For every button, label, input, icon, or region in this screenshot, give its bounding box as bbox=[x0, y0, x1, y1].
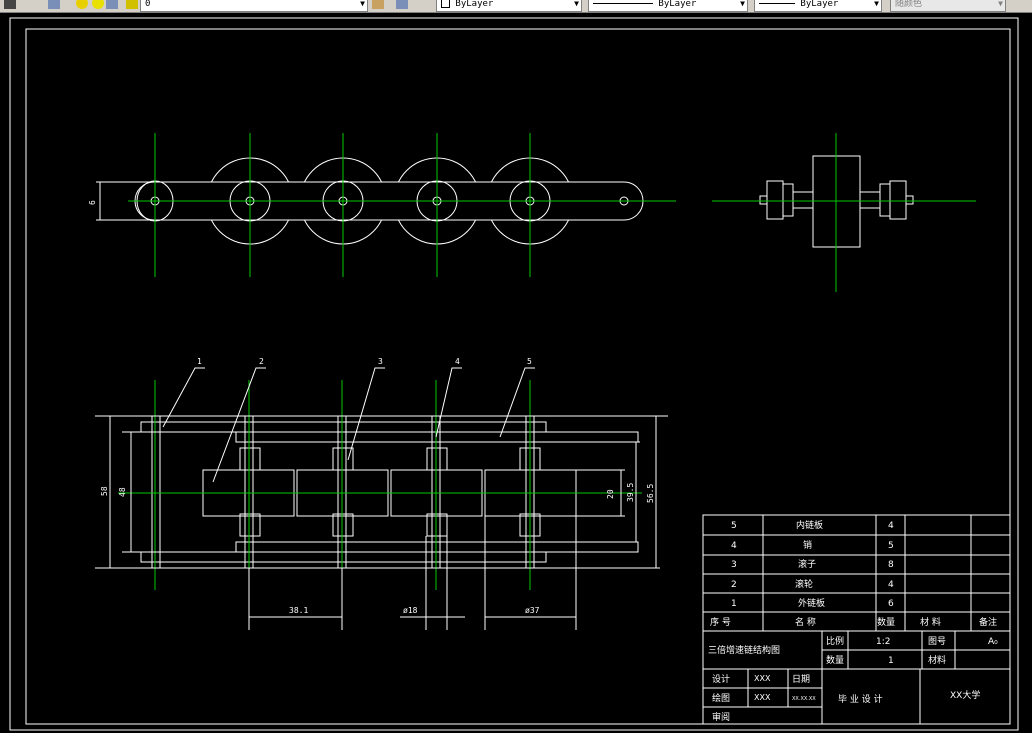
part-qty: 4 bbox=[888, 580, 894, 590]
callout-1: 1 bbox=[197, 357, 202, 366]
chevron-down-icon: ▼ bbox=[574, 0, 579, 8]
drawing-canvas[interactable]: 6 bbox=[0, 13, 1032, 733]
part-no: 1 bbox=[731, 599, 737, 609]
part-qty: 4 bbox=[888, 521, 894, 531]
plotstyle-value: 随颜色 bbox=[895, 0, 923, 9]
layer-previous-icon[interactable] bbox=[396, 0, 408, 9]
qty-label: 数量 bbox=[826, 654, 844, 666]
make-current-layer-icon[interactable] bbox=[372, 0, 384, 9]
outer-border bbox=[9, 17, 1019, 731]
design-label: 设计 bbox=[712, 673, 730, 685]
sun-icon[interactable] bbox=[92, 0, 104, 9]
color-value: ByLayer bbox=[455, 0, 494, 9]
part-name: 滚轮 bbox=[795, 578, 813, 590]
linetype-dropdown[interactable]: ByLayer ▼ bbox=[588, 0, 748, 12]
side-view-centerlines bbox=[712, 133, 976, 292]
chain-plan-view bbox=[140, 415, 639, 569]
callout-2: 2 bbox=[259, 357, 264, 366]
part-name: 内链板 bbox=[796, 519, 823, 531]
dimension-top-height bbox=[96, 181, 150, 221]
part-qty: 6 bbox=[888, 599, 894, 609]
date-value: XX.XX.XX bbox=[792, 696, 816, 702]
chevron-down-icon: ▼ bbox=[740, 0, 745, 8]
dim-top-height-label: 6 bbox=[88, 200, 97, 205]
layer-manager-icon[interactable] bbox=[4, 0, 16, 9]
dim-38-1: 38.1 bbox=[289, 606, 308, 615]
layer-lock-icon[interactable] bbox=[106, 0, 118, 9]
part-no: 2 bbox=[731, 580, 737, 590]
dim-37: ø37 bbox=[525, 606, 540, 615]
parts-list: 5 内链板 4 4 销 5 3 滚子 8 2 滚轮 4 1 外链板 6 序 号 … bbox=[710, 519, 997, 628]
layer-dropdown[interactable]: 0 ▼ bbox=[140, 0, 368, 12]
part-name: 滚子 bbox=[798, 558, 816, 570]
linetype-sample-icon bbox=[593, 3, 653, 4]
lineweight-value: ByLayer bbox=[800, 0, 839, 9]
dim-20: 20 bbox=[606, 489, 615, 499]
dim-18: ø18 bbox=[403, 606, 418, 615]
chevron-down-icon: ▼ bbox=[360, 0, 365, 8]
part-no: 4 bbox=[731, 541, 737, 551]
scale-value: 1:2 bbox=[876, 637, 890, 647]
layer-stack-icon[interactable] bbox=[48, 0, 60, 9]
draw-value: XXX bbox=[754, 693, 771, 702]
properties-toolbar: 0 ▼ ByLayer ▼ ByLayer ▼ ByLayer ▼ 随颜色 ▼ bbox=[0, 0, 1032, 13]
header-name: 名 称 bbox=[795, 616, 816, 628]
title-block-info: 三倍增速链结构图 比例 1:2 图号 A₀ 数量 1 材料 设计 XXX 日期 … bbox=[708, 635, 998, 723]
color-dropdown[interactable]: ByLayer ▼ bbox=[436, 0, 582, 12]
dim-48: 48 bbox=[118, 487, 127, 497]
dim-58: 58 bbox=[100, 486, 109, 496]
material-label: 材料 bbox=[928, 654, 946, 666]
school-name: XX大学 bbox=[950, 689, 980, 701]
qty-value: 1 bbox=[888, 656, 894, 666]
padlock-icon[interactable] bbox=[126, 0, 138, 9]
title-block bbox=[702, 514, 1011, 725]
drawing-no-label: 图号 bbox=[928, 636, 946, 647]
header-qty: 数量 bbox=[877, 616, 895, 628]
callout-4: 4 bbox=[455, 357, 460, 366]
design-value: XXX bbox=[754, 674, 771, 683]
draw-label: 绘图 bbox=[712, 692, 730, 704]
inner-border bbox=[25, 28, 1011, 725]
plotstyle-dropdown[interactable]: 随颜色 ▼ bbox=[890, 0, 1006, 12]
header-remark: 备注 bbox=[979, 616, 997, 628]
layer-value: 0 bbox=[145, 0, 151, 9]
plan-view-centerlines bbox=[118, 380, 642, 590]
date-label: 日期 bbox=[792, 674, 810, 685]
callout-3: 3 bbox=[378, 357, 383, 366]
part-qty: 8 bbox=[888, 560, 894, 570]
drawing-title: 三倍增速链结构图 bbox=[708, 644, 780, 656]
lineweight-sample-icon bbox=[759, 3, 795, 4]
part-name: 外链板 bbox=[798, 597, 825, 609]
color-swatch-icon bbox=[441, 0, 450, 8]
header-no: 序 号 bbox=[710, 616, 731, 628]
linetype-value: ByLayer bbox=[658, 0, 697, 9]
lightbulb-icon[interactable] bbox=[76, 0, 88, 9]
part-no: 3 bbox=[731, 560, 737, 570]
chevron-down-icon: ▼ bbox=[998, 0, 1003, 8]
callout-5: 5 bbox=[527, 357, 532, 366]
dim-56-5: 56.5 bbox=[646, 484, 655, 503]
scale-label: 比例 bbox=[826, 635, 844, 647]
chevron-down-icon: ▼ bbox=[874, 0, 879, 8]
plan-view-dimensions bbox=[95, 367, 668, 630]
project-name: 毕 业 设 计 bbox=[838, 693, 883, 705]
front-view-centerlines bbox=[128, 133, 676, 277]
dim-39-5: 39.5 bbox=[626, 483, 635, 502]
header-material: 材 料 bbox=[920, 616, 941, 628]
part-qty: 5 bbox=[888, 541, 894, 551]
part-no: 5 bbox=[731, 521, 737, 531]
part-name: 销 bbox=[803, 539, 812, 551]
lineweight-dropdown[interactable]: ByLayer ▼ bbox=[754, 0, 882, 12]
review-label: 审阅 bbox=[712, 711, 730, 723]
drawing-no-value: A₀ bbox=[988, 637, 998, 647]
